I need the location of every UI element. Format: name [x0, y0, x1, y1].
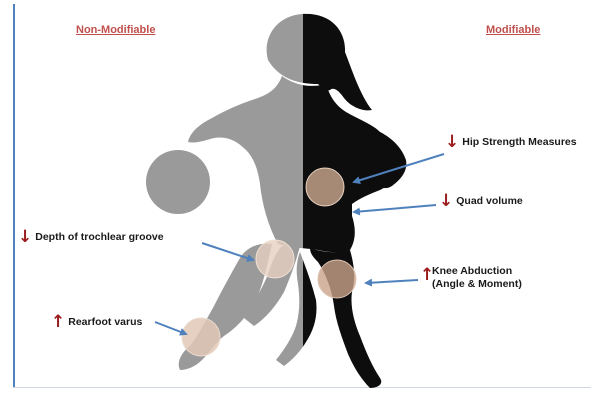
rearfoot-varus-label: ↑Rearfoot varus — [51, 316, 142, 329]
knee-pointer-arrow — [366, 280, 418, 283]
knee-abduction-line1: Knee Abduction — [432, 265, 522, 278]
decrease-arrow-icon: ↓ — [439, 191, 453, 211]
decrease-arrow-icon: ↓ — [445, 132, 459, 152]
quad-pointer-arrow — [354, 205, 436, 212]
rearfoot-varus-text: Rearfoot varus — [68, 316, 142, 328]
rearfoot-highlight-circle — [182, 318, 220, 356]
rearfoot-pointer-arrow — [155, 322, 186, 334]
hip-highlight-circle — [306, 168, 344, 206]
quad-volume-label: ↓Quad volume — [439, 195, 523, 208]
trochlear-highlight-circle — [256, 240, 294, 278]
depth-trochlear-text: Depth of trochlear groove — [35, 231, 163, 243]
increase-arrow-icon: ↑ — [420, 269, 434, 282]
non-modifiable-header: Non-Modifiable — [76, 24, 155, 36]
quad-volume-text: Quad volume — [456, 195, 523, 207]
increase-arrow-icon: ↑ — [51, 312, 65, 332]
trochlear-pointer-arrow — [202, 243, 253, 260]
decrease-arrow-icon: ↓ — [18, 227, 32, 247]
knee-abduction-line2: (Angle & Moment) — [432, 278, 522, 291]
depth-trochlear-label: ↓Depth of trochlear groove — [18, 231, 164, 244]
knee-abduction-label: ↑ Knee Abduction (Angle & Moment) — [420, 265, 522, 291]
knee-highlight-circle — [318, 260, 356, 298]
modifiable-header: Modifiable — [486, 24, 540, 36]
hip-strength-text: Hip Strength Measures — [462, 136, 576, 148]
hip-strength-label: ↓Hip Strength Measures — [445, 136, 577, 149]
